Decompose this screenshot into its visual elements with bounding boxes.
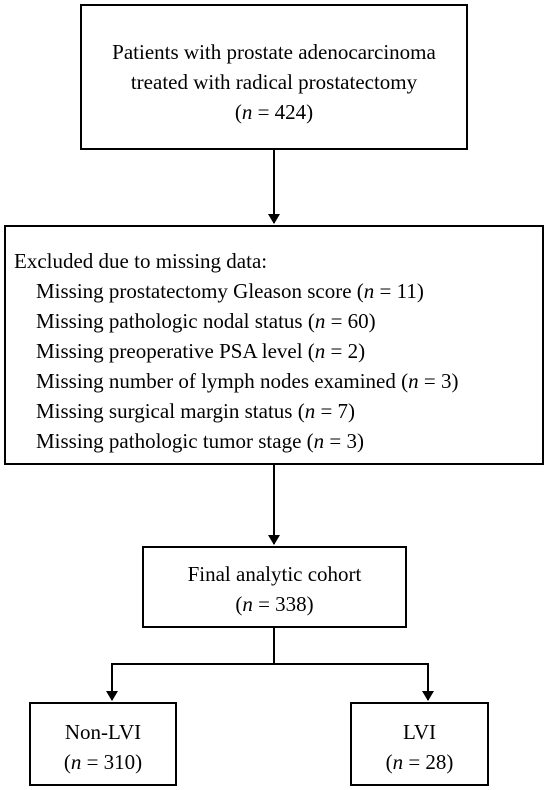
non-lvi-count: (n = 310) xyxy=(63,750,143,774)
non-lvi-n-var: n xyxy=(70,750,82,774)
final-cohort-count: (n = 338) xyxy=(235,592,314,616)
patients-line-2: treated with radical prostatectomy xyxy=(130,70,418,94)
excluded-item: Missing surgical margin status (n = 7) xyxy=(36,399,356,423)
non-lvi-box: Non-LVI (n = 310) xyxy=(29,702,177,786)
lvi-box: LVI (n = 28) xyxy=(350,702,489,786)
patients-line-1: Patients with prostate adenocarcinoma xyxy=(112,40,436,64)
final-n-value: = 338 xyxy=(252,592,307,616)
final-n-var: n xyxy=(242,592,253,616)
excluded-heading: Excluded due to missing data: xyxy=(14,249,268,273)
lvi-count: (n = 28) xyxy=(385,750,454,774)
non-lvi-n-value: = 310 xyxy=(81,750,136,774)
non-lvi-label: Non-LVI xyxy=(64,720,142,744)
excluded-item: Missing number of lymph nodes examined (… xyxy=(36,369,459,393)
excluded-item: Missing preoperative PSA level (n = 2) xyxy=(36,339,366,363)
patients-count: (n = 424) xyxy=(234,100,314,124)
lvi-n-var: n xyxy=(392,750,404,774)
lvi-n-value: = 28 xyxy=(403,750,447,774)
patients-n-value: = 424 xyxy=(252,100,307,124)
excluded-item: Missing prostatectomy Gleason score (n =… xyxy=(36,279,424,303)
patients-box: Patients with prostate adenocarcinoma tr… xyxy=(80,4,468,150)
excluded-item: Missing pathologic nodal status (n = 60) xyxy=(36,309,376,333)
patients-n-var: n xyxy=(241,100,253,124)
final-cohort-box: Final analytic cohort (n = 338) xyxy=(142,546,407,628)
excluded-box: Excluded due to missing data: Missing pr… xyxy=(4,225,544,465)
excluded-item: Missing pathologic tumor stage (n = 3) xyxy=(36,429,364,453)
lvi-label: LVI xyxy=(402,720,437,744)
final-cohort-label: Final analytic cohort xyxy=(187,562,362,586)
